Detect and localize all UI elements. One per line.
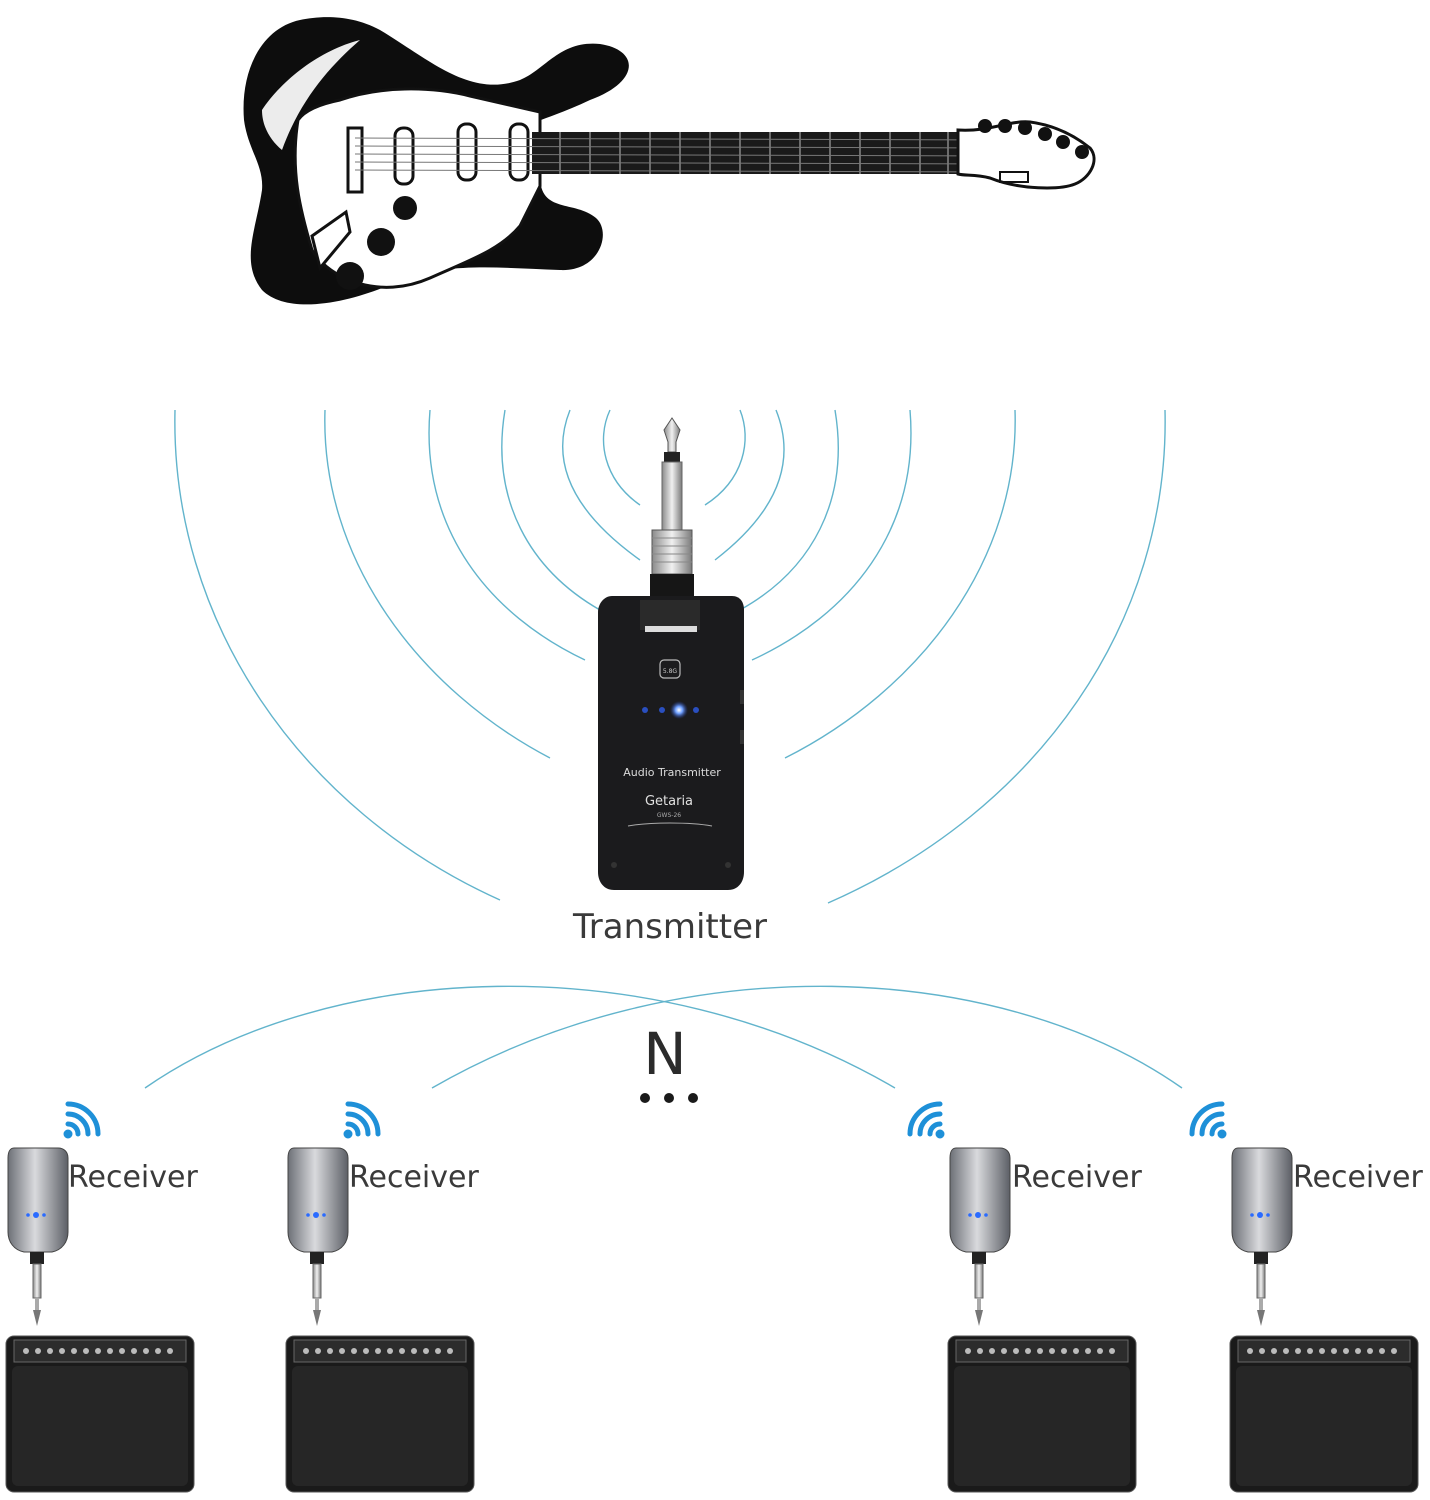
receiver-device <box>949 1147 1011 1326</box>
receiver-unit-2 <box>285 1101 475 1493</box>
amplifier-icon <box>1229 1335 1419 1493</box>
device-brand: Getaria <box>645 794 693 809</box>
receiver-unit-1 <box>5 1101 195 1493</box>
amplifier-icon <box>5 1335 195 1493</box>
transmitter-waves <box>174 409 1166 904</box>
device-name: Audio Transmitter <box>623 766 721 779</box>
receiver-signal-arcs <box>144 985 1183 1089</box>
transmitter-label: Transmitter <box>573 907 767 947</box>
receiver-device <box>7 1147 69 1326</box>
amplifier-icon <box>947 1335 1137 1493</box>
receiver-device <box>1231 1147 1293 1326</box>
receiver-unit-3 <box>907 1101 1137 1493</box>
led-indicator <box>659 707 665 713</box>
receiver-label-4: Receiver <box>1293 1160 1423 1195</box>
guitar-icon <box>243 17 1096 305</box>
receiver-count-label: N <box>643 1020 687 1088</box>
wifi-icon <box>63 1101 101 1139</box>
wifi-icon <box>1189 1101 1227 1139</box>
amplifier-icon <box>285 1335 475 1493</box>
ellipsis <box>640 1093 698 1103</box>
receiver-unit-4 <box>1189 1101 1419 1493</box>
led-indicator <box>642 707 648 713</box>
led-indicator <box>670 701 688 719</box>
wifi-icon <box>907 1101 945 1139</box>
transmitter-device: 5.8G Audio Transmitter Getaria GWS-26 <box>598 417 744 890</box>
receiver-device <box>287 1147 349 1326</box>
wifi-icon <box>343 1101 381 1139</box>
frequency-badge: 5.8G <box>663 668 678 675</box>
led-indicator <box>693 707 699 713</box>
device-model: GWS-26 <box>657 812 681 819</box>
receiver-label-3: Receiver <box>1012 1160 1142 1195</box>
receiver-label-2: Receiver <box>349 1160 479 1195</box>
receiver-label-1: Receiver <box>68 1160 198 1195</box>
